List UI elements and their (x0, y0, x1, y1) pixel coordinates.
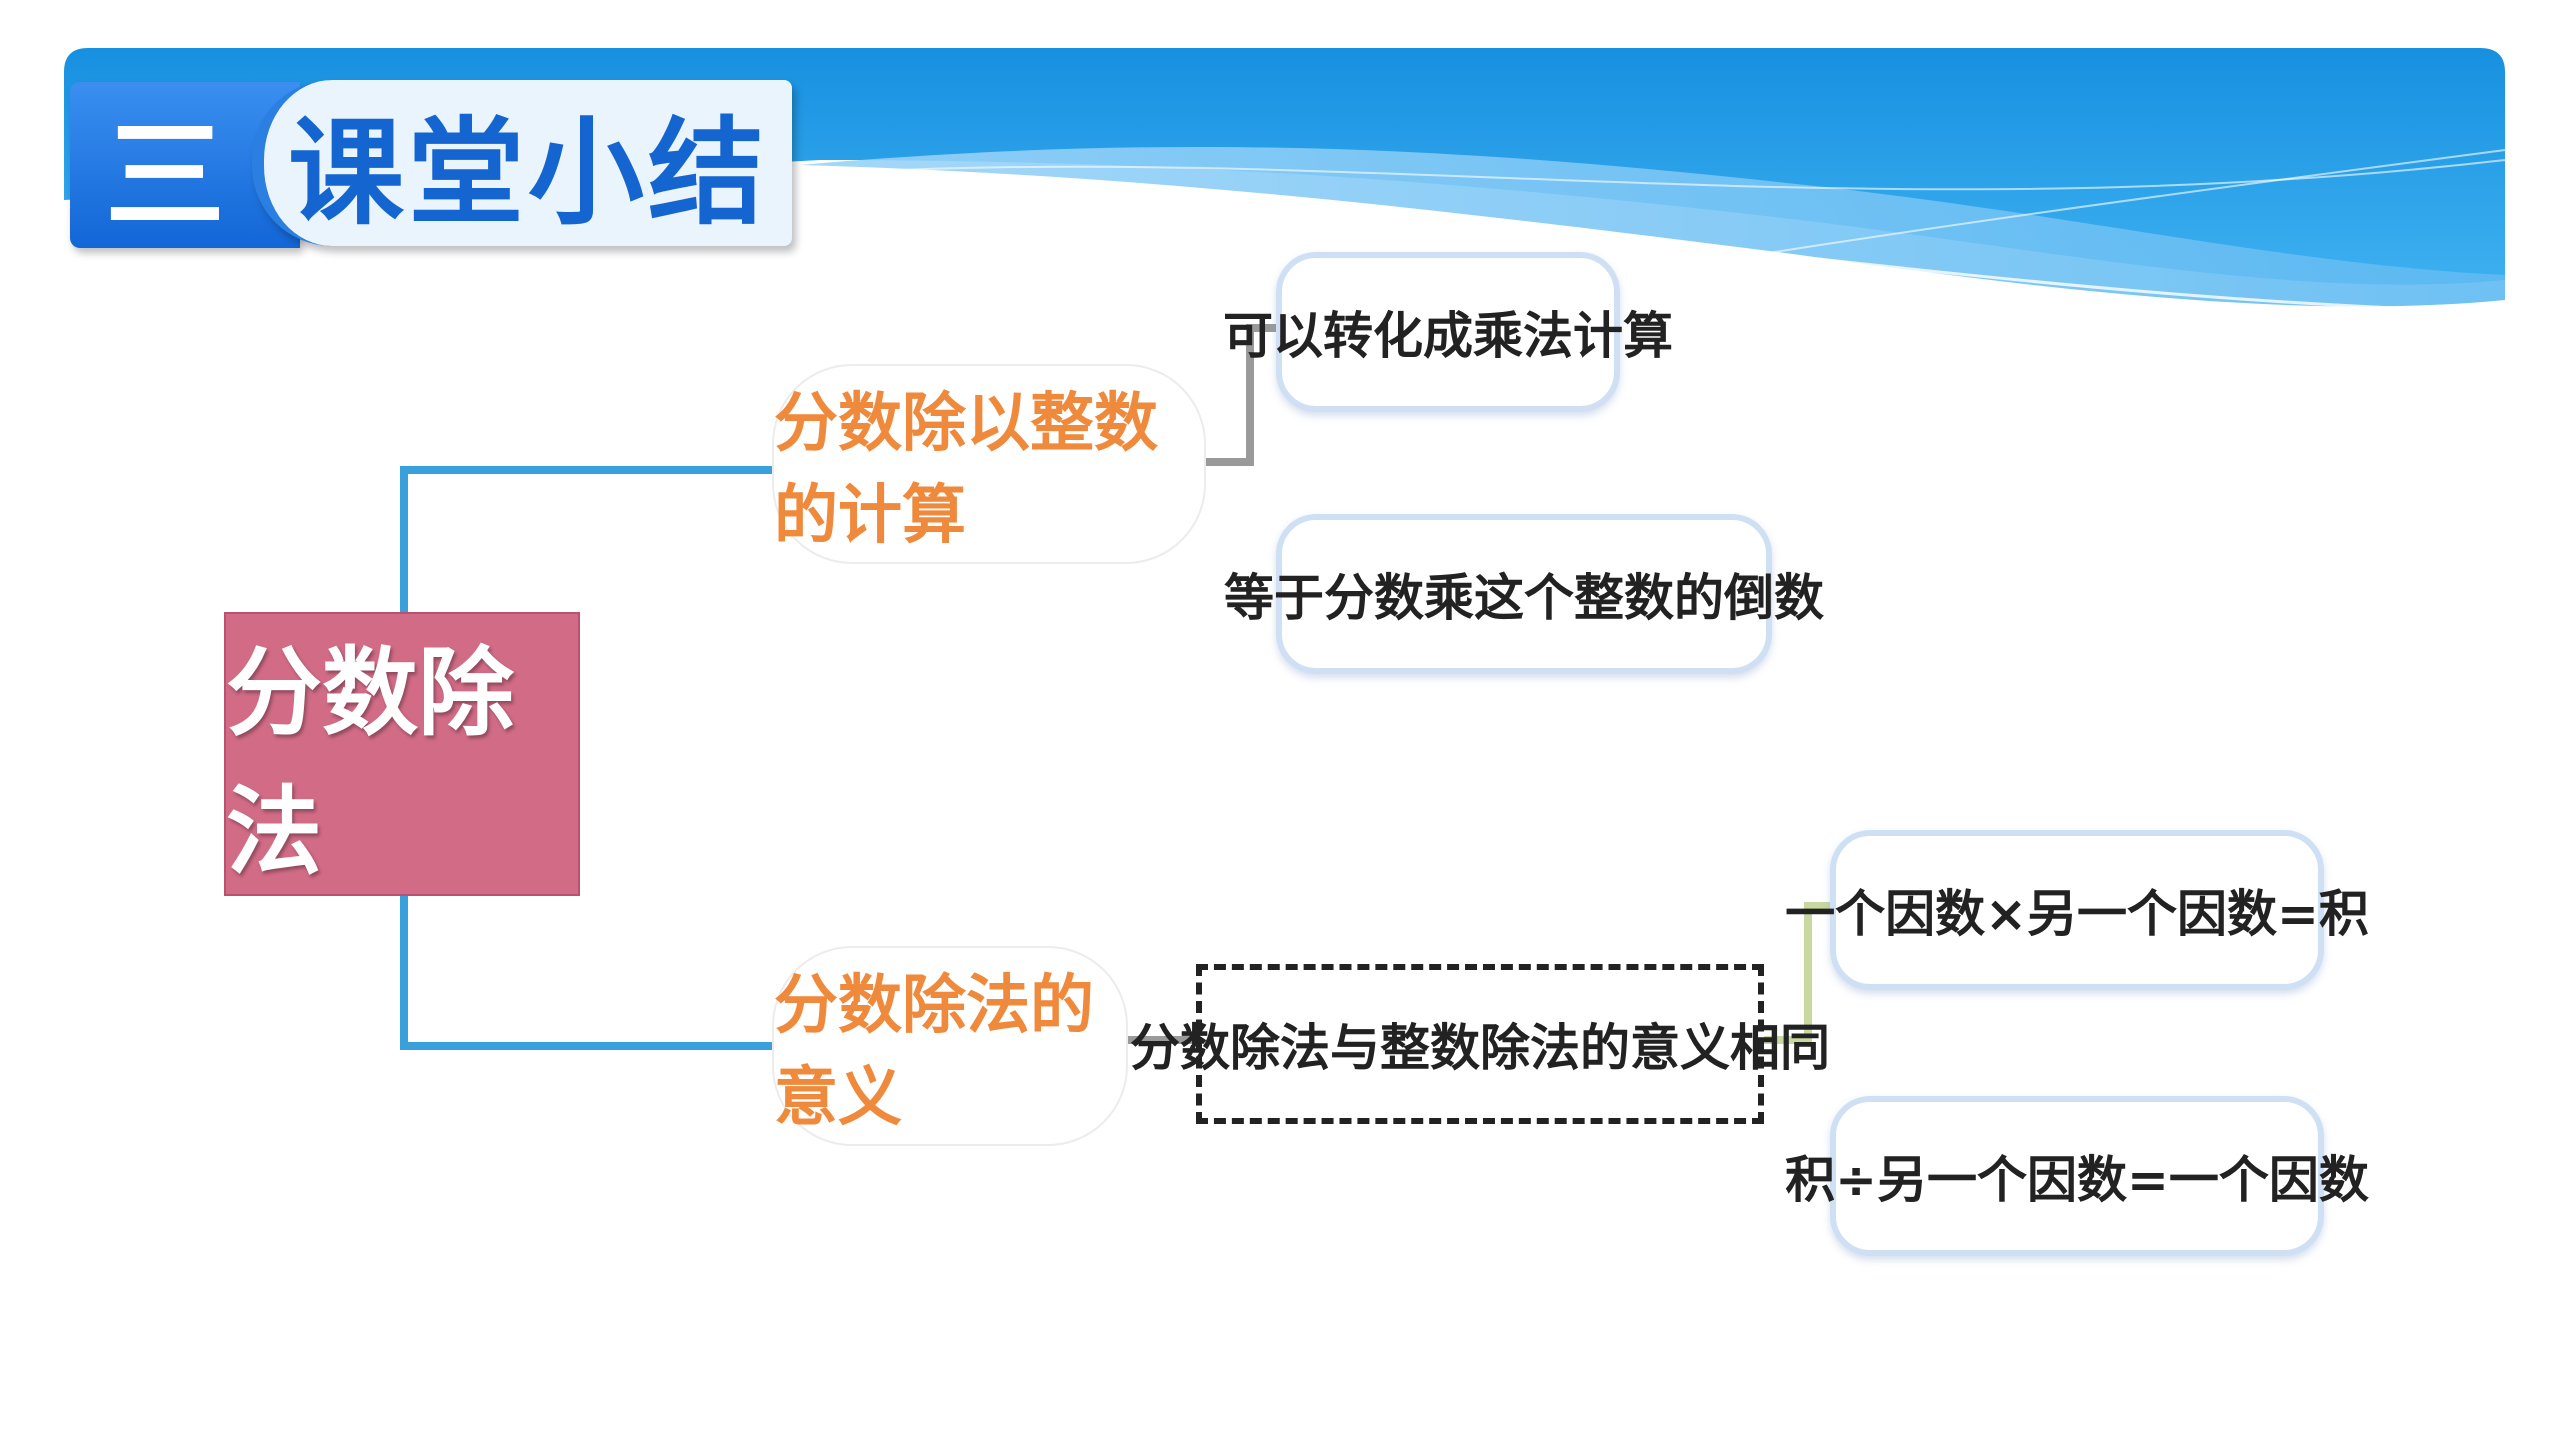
middle-node-same-meaning: 分数除法与整数除法的意义相同 (1130, 964, 1830, 1124)
branch-node-division-meaning: 分数除法的意义 (772, 946, 1128, 1146)
leaf-node-multiply-reciprocal: 等于分数乘这个整数的倒数 (1224, 514, 1824, 674)
root-node: 分数除法 (224, 612, 580, 896)
connector-middle-leaves (1764, 902, 1836, 1044)
branch-node-division-by-integer: 分数除以整数的计算 (772, 364, 1206, 564)
leaf-node-product-divide: 积÷另一个因数=一个因数 (1785, 1096, 2369, 1256)
leaf-node-factor-product: 一个因数×另一个因数=积 (1785, 830, 2369, 990)
leaf-node-convert-to-multiplication: 可以转化成乘法计算 (1223, 252, 1673, 412)
connector-root-branch1 (400, 466, 772, 612)
connector-root-branch2 (400, 896, 772, 1050)
section-title: 课堂小结 (252, 80, 792, 246)
connector-branch1-leaves (1206, 324, 1282, 466)
